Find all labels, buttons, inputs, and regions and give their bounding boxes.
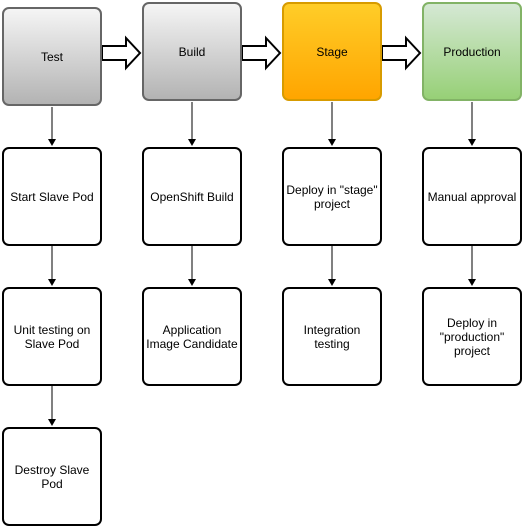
step-label: Application Image Candidate [146,322,238,351]
step-unit-testing[interactable]: Unit testing on Slave Pod [2,287,102,386]
stage-label: Test [40,49,63,64]
stage-label: Build [178,44,206,59]
stage-build[interactable]: Build [142,2,242,101]
step-start-slave-pod[interactable]: Start Slave Pod [2,147,102,246]
step-label: Deploy in "production" project [439,315,505,358]
stage-arrow-test-build [101,35,142,71]
step-deploy-stage[interactable]: Deploy in "stage" project [282,147,382,246]
step-openshift-build[interactable]: OpenShift Build [142,147,242,246]
stage-test[interactable]: Test [2,7,102,106]
stage-arrow-build-stage [241,35,282,71]
stage-stage[interactable]: Stage [282,2,382,101]
stage-label: Stage [316,44,348,59]
step-destroy-slave-pod[interactable]: Destroy Slave Pod [2,427,102,526]
step-label: Destroy Slave Pod [14,462,90,491]
step-label: Integration testing [303,322,361,351]
step-label: OpenShift Build [150,189,234,204]
step-deploy-production[interactable]: Deploy in "production" project [422,287,522,386]
step-label: Start Slave Pod [10,189,94,204]
step-application-image-candidate[interactable]: Application Image Candidate [142,287,242,386]
stage-arrow-stage-production [381,35,422,71]
step-label: Manual approval [427,189,517,204]
step-label: Unit testing on Slave Pod [13,322,91,351]
stage-production[interactable]: Production [422,2,522,101]
step-integration-testing[interactable]: Integration testing [282,287,382,386]
step-label: Deploy in "stage" project [286,182,378,211]
stage-label: Production [443,44,501,59]
step-manual-approval[interactable]: Manual approval [422,147,522,246]
